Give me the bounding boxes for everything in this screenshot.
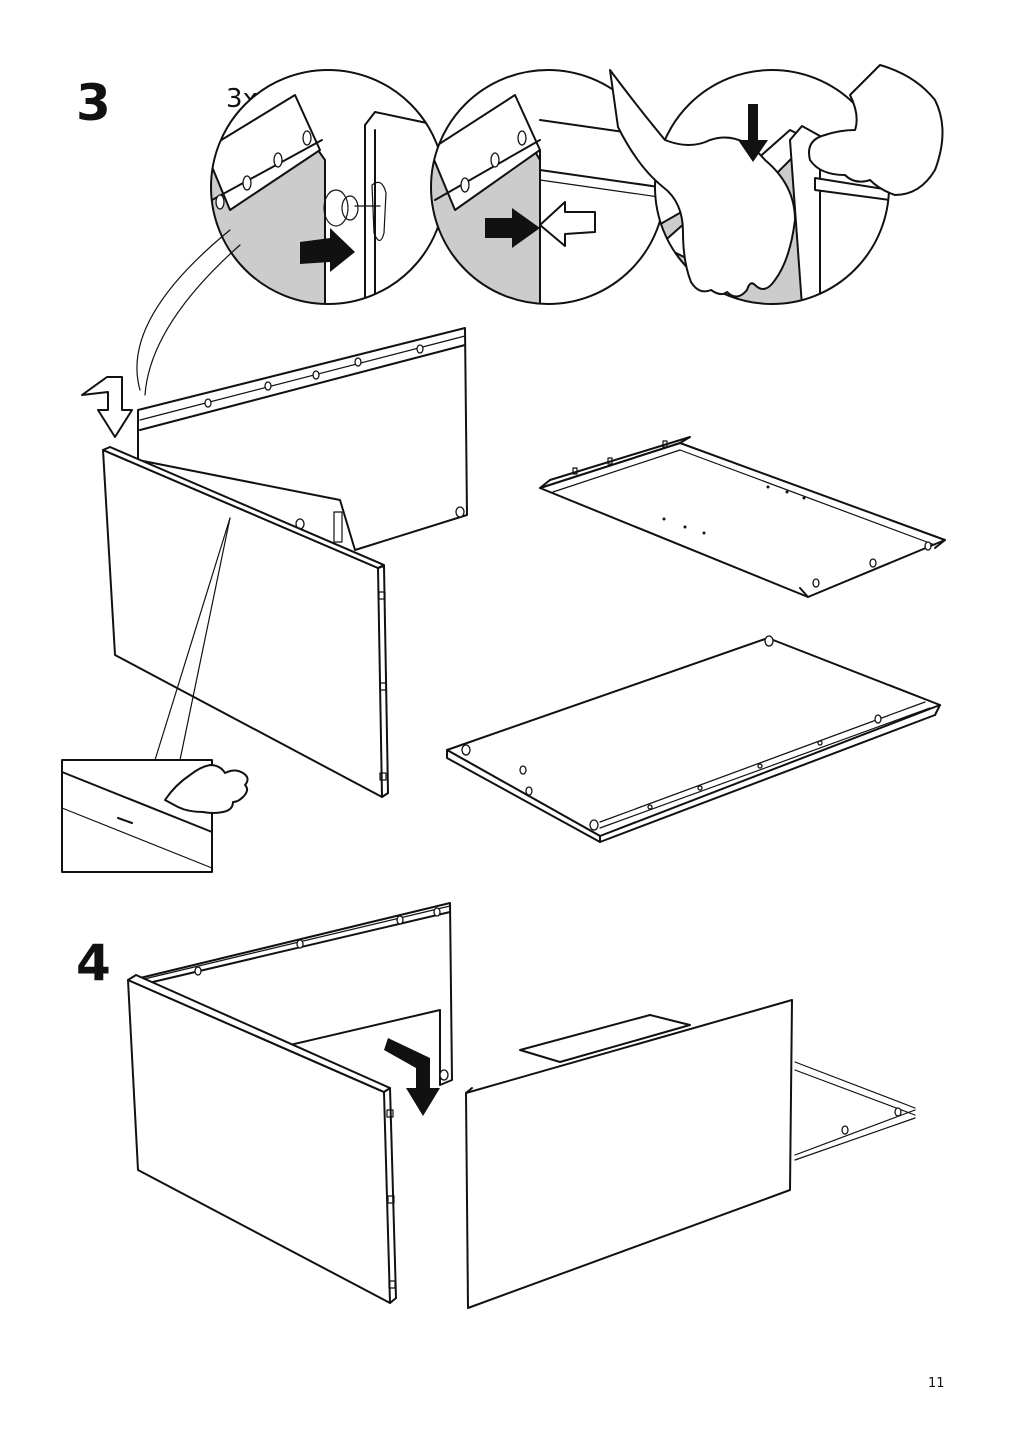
pointing-hand-icon xyxy=(164,764,249,814)
hand-pressing-icon xyxy=(609,69,796,298)
detail-circle-1 xyxy=(210,69,446,305)
detail-circle-3 xyxy=(609,64,944,305)
step-4-number: 4 xyxy=(76,934,111,992)
bottom-panel xyxy=(446,635,941,843)
back-panel xyxy=(137,327,468,551)
detail-circle-2 xyxy=(430,69,666,305)
top-panel xyxy=(539,436,946,598)
side-panel xyxy=(102,446,389,798)
arrow-down-outline-icon xyxy=(81,376,133,438)
magnifier-callout-icon xyxy=(61,517,249,873)
arrow-down-icon xyxy=(738,104,768,162)
page-number: 11 xyxy=(928,1376,945,1391)
arrow-right-icon xyxy=(485,208,540,248)
hand-gripping-icon xyxy=(808,64,944,196)
arrow-right-icon xyxy=(300,228,355,272)
step-3-number: 3 xyxy=(76,74,111,132)
arrow-down-icon xyxy=(384,1038,440,1116)
arrow-left-outline-icon xyxy=(539,201,596,247)
step-4-illustration xyxy=(127,902,916,1309)
